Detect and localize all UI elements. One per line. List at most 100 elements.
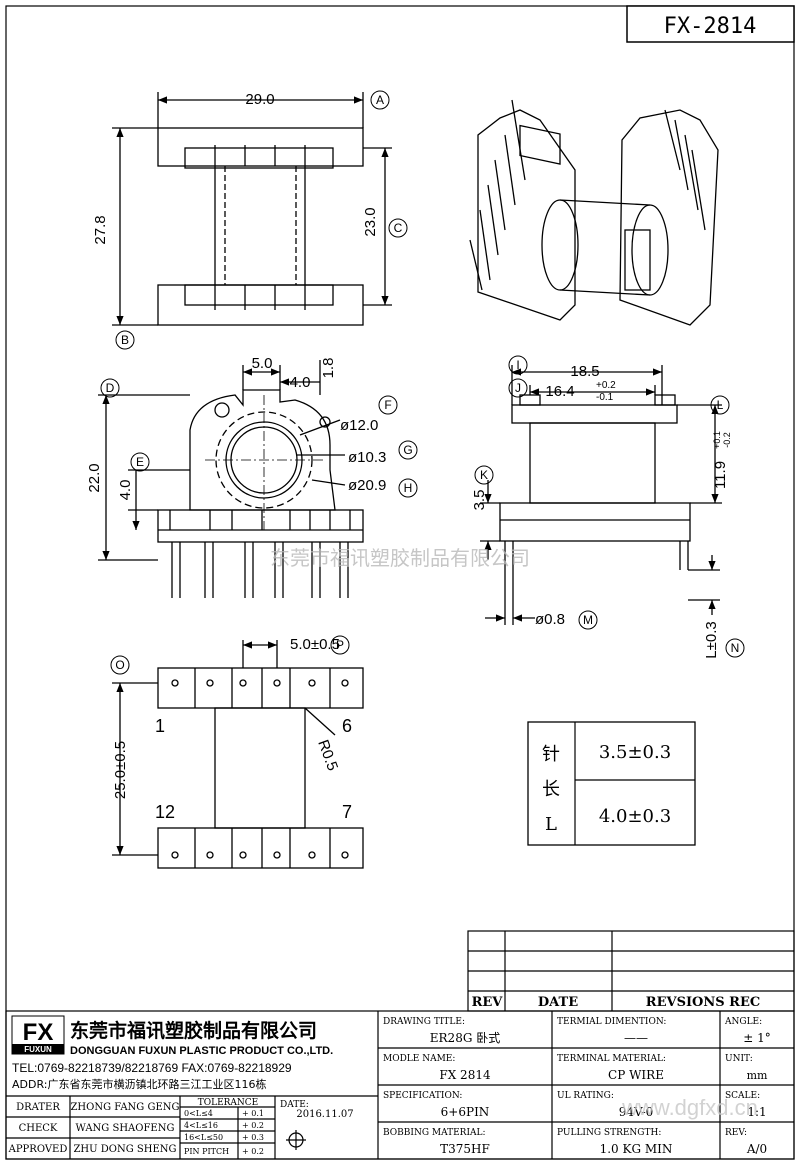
pin-length-1: 3.5±0.3 [599,742,671,763]
spec-label: SPECIFICATION: [383,1091,462,1101]
pin-number-12: 12 [155,802,175,822]
ul-label: UL RATING: [557,1091,614,1101]
tolerance-head: TOLERANCE [198,1098,259,1108]
side-tol-down: -0.2 [722,432,732,448]
tol-value-3: + 0.3 [242,1133,264,1142]
rev-value: A/0 [746,1142,767,1156]
drater-value: ZHONG FANG GENG [70,1102,179,1113]
company-watermark: 东莞市福讯塑胶制品有限公司 [270,546,530,570]
scale-label: SCALE: [725,1091,760,1101]
tol-value-1: + 0.1 [242,1109,264,1118]
title-block-grid [5,1010,795,1160]
ref-i: I [516,358,519,372]
pin-number-7: 7 [342,802,352,822]
title-block: FX-2814 [626,5,795,43]
drawing-title-value: ER28G 卧式 [430,1031,500,1045]
pulling-strength-label: PULLING STRENGTH: [557,1128,661,1138]
front-view-labels: 5.0 4.0 1.8 ø12.0 ø10.3 ø20.9 22.0 4.0 [86,355,386,500]
ref-m: M [583,613,593,627]
dim-radius: R0.5 [314,738,341,774]
company-address: ADDR:广东省东莞市横沥镇北环路三江工业区116栋 [12,1077,266,1091]
rev-label: REV: [725,1128,747,1138]
company-logo-sub: FUXUN [24,1045,52,1054]
dim-width: 29.0 [245,91,274,108]
tol-down: -0.1 [596,392,614,403]
angle-value: ± 1° [743,1031,771,1045]
dim-pitch: 5.0±0.5 [290,636,340,653]
terminal-dimension-value: —— [624,1031,648,1045]
reference-markers [100,90,745,675]
side-view [480,365,722,625]
front-view [98,360,364,598]
pin-length-table: 针 长 L 3.5±0.3 4.0±0.3 [527,721,696,846]
tol-value-4: + 0.2 [242,1147,264,1156]
bottom-view [112,640,364,869]
side-view-labels: 18.5 16.4 +0.2 -0.1 11.9 +0.1 -0.2 3.5 ø… [471,363,732,659]
company-tel: TEL:0769-82218739/82218769 FAX:0769-8221… [12,1061,292,1075]
date-header: DATE [538,995,578,1010]
company-name-cn: 东莞市福讯塑胶制品有限公司 [70,1019,317,1042]
ref-k: K [480,468,488,482]
title-fields: DRAWING TITLE: ER28G 卧式 TERMIAL DIMENTIO… [383,1017,771,1156]
ul-value: 94V-0 [619,1105,654,1119]
bobbin-material-value: T375HF [440,1142,490,1156]
drawing-title-label: DRAWING TITLE: [383,1017,465,1027]
dim-len-inner: 16.4 [545,383,574,400]
dim-len-outer: 18.5 [570,363,599,380]
company-logo: FX [23,1019,54,1046]
drawing-title: FX-2814 [664,14,757,39]
date-value: 2016.11.07 [296,1109,353,1120]
dim-slot-dia: ø12.0 [340,417,378,434]
revisions-header: REVSIONS REC [646,995,760,1010]
check-value: WANG SHAOFENG [76,1123,175,1134]
ref-p: P [336,638,344,652]
scale-value: 1:1 [747,1105,766,1119]
ref-g: G [403,443,412,457]
dim-inner-dia: ø10.3 [348,449,386,466]
ref-j: J [515,381,521,395]
reference-letters: A B C D E F G H I J K L M N O P [106,93,740,672]
site-watermark: www.dgfxd.cn [621,1095,758,1120]
dim-pin-len: L±0.3 [703,621,720,658]
ref-b: B [121,333,129,347]
ref-h: H [404,481,413,495]
dim-flange-x: 4.0 [290,374,311,391]
check-label: CHECK [19,1123,58,1134]
pin-table-head-2: 长 [542,779,560,800]
dim-pin-d: ø0.8 [535,611,565,628]
tol-range-2: 4<L≤16 [184,1121,218,1130]
dim-side-h: 11.9 [712,461,729,489]
dim-total-h: 22.0 [86,463,103,492]
pin-table-head-1: 针 [542,744,560,765]
angle-label: ANGLE: [724,1017,762,1027]
dim-outer-dia: ø20.9 [348,477,386,494]
company-name-en: DONGGUAN FUXUN PLASTIC PRODUCT CO.,LTD. [70,1045,333,1057]
drater-label: DRATER [16,1102,60,1113]
ref-a: A [376,93,384,107]
dim-gap: 1.8 [320,358,337,379]
ref-f: F [384,398,391,412]
unit-value: mm [747,1069,768,1082]
tol-up: +0.2 [596,380,616,391]
rev-header: REV [472,995,504,1010]
tol-value-2: + 0.2 [242,1121,264,1130]
model-label: MODLE NAME: [383,1054,455,1064]
approved-value: ZHU DONG SHENG [73,1144,176,1155]
spec-value: 6+6PIN [441,1105,490,1119]
ref-d: D [106,381,115,395]
revision-headers: REV DATE REVSIONS REC [472,995,761,1010]
company-block: FX FUXUN 东莞市福讯塑胶制品有限公司 DONGGUAN FUXUN PL… [11,1015,333,1091]
isometric-view [469,99,719,326]
top-view-labels: 29.0 27.8 23.0 [92,91,379,245]
approvals: DRATER ZHONG FANG GENG CHECK WANG SHAOFE… [8,1102,180,1155]
dim-pin-h: 3.5 [471,490,488,511]
top-view [112,92,392,326]
tolerance-table: TOLERANCE 0<L≤4 + 0.1 4<L≤16 + 0.2 16<L≤… [184,1098,354,1156]
side-tol-up: +0.1 [712,431,722,449]
ref-e: E [136,455,144,469]
pulling-strength-value: 1.0 KG MIN [600,1142,673,1156]
terminal-material-label: TERMINAL MATERIAL: [557,1054,666,1064]
dim-row-gap: 25.0±0.5 [112,741,129,799]
terminal-dimension-label: TERMIAL DIMENTION: [557,1017,666,1027]
